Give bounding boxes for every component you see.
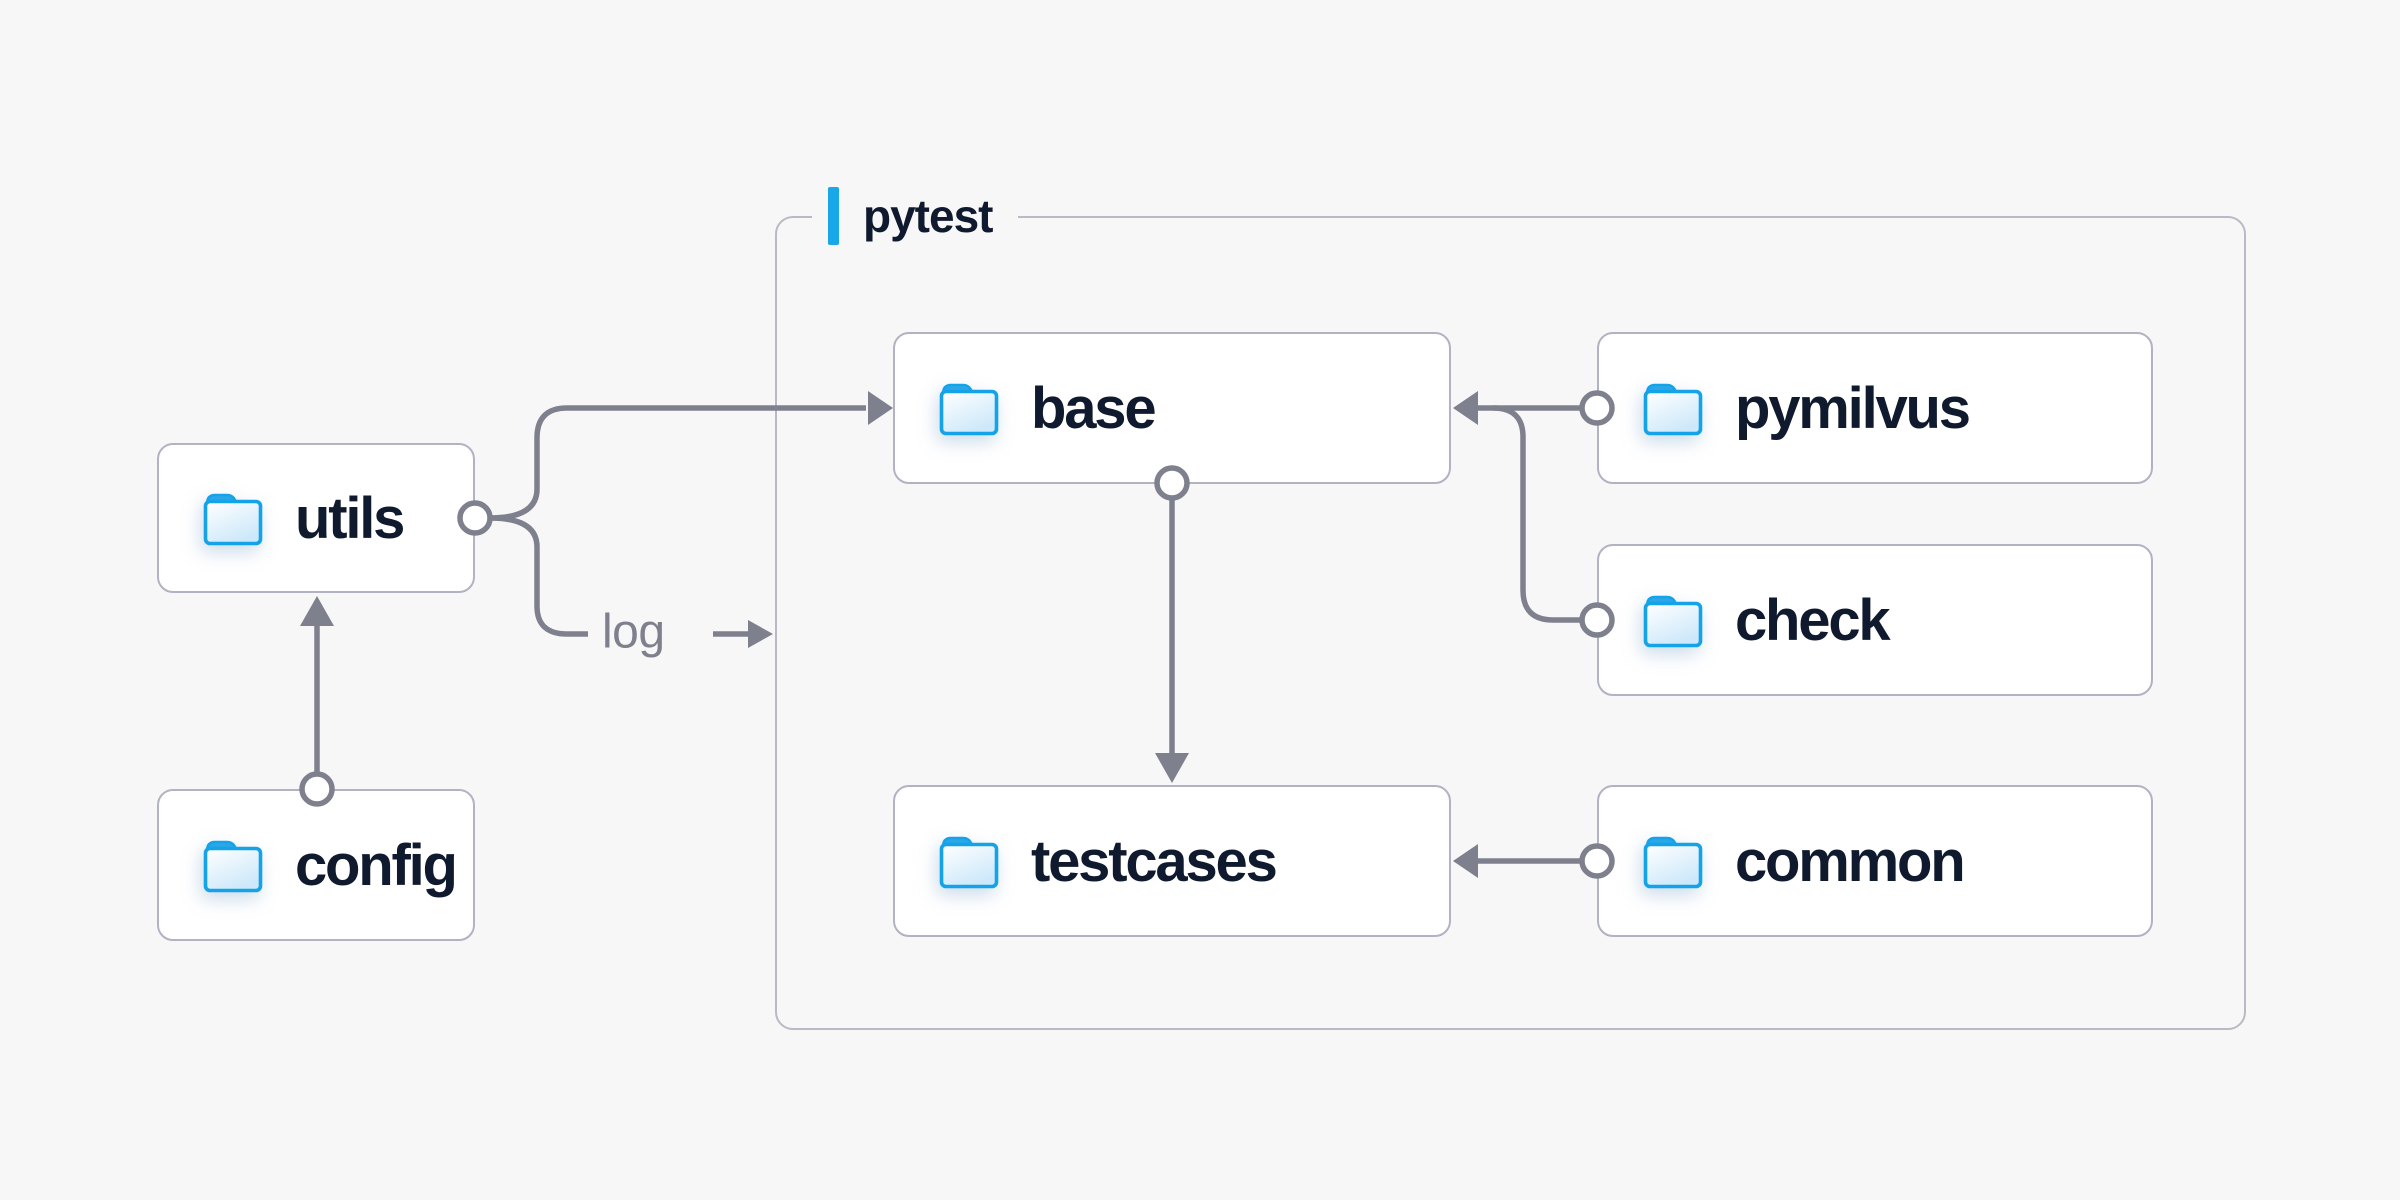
folder-icon xyxy=(937,379,1001,437)
folder-icon xyxy=(937,832,1001,890)
arrowhead-log xyxy=(748,620,773,648)
pytest-group-container xyxy=(775,216,2246,1030)
pytest-group-label-text: pytest xyxy=(863,190,993,242)
folder-icon xyxy=(201,489,265,547)
node-pymilvus-label: pymilvus xyxy=(1735,375,1971,441)
node-testcases-label: testcases xyxy=(1031,828,1278,894)
node-utils-label: utils xyxy=(295,485,405,551)
accent-bar-icon xyxy=(828,187,839,245)
arrowhead-into-utils xyxy=(300,596,334,626)
node-base: base xyxy=(893,332,1451,484)
folder-icon xyxy=(1641,591,1705,649)
pytest-group-label: pytest xyxy=(812,181,1019,251)
folder-icon xyxy=(1641,379,1705,437)
node-config-label: config xyxy=(295,832,458,898)
folder-icon xyxy=(201,836,265,894)
node-check-label: check xyxy=(1735,587,1891,653)
node-base-label: base xyxy=(1031,375,1157,441)
node-pymilvus: pymilvus xyxy=(1597,332,2153,484)
node-config: config xyxy=(157,789,475,941)
node-common: common xyxy=(1597,785,2153,937)
edge-label-log: log xyxy=(602,605,665,659)
node-check: check xyxy=(1597,544,2153,696)
edge-utils-to-log xyxy=(489,515,588,637)
node-testcases: testcases xyxy=(893,785,1451,937)
folder-icon xyxy=(1641,832,1705,890)
node-utils: utils xyxy=(157,443,475,593)
node-common-label: common xyxy=(1735,828,1966,894)
